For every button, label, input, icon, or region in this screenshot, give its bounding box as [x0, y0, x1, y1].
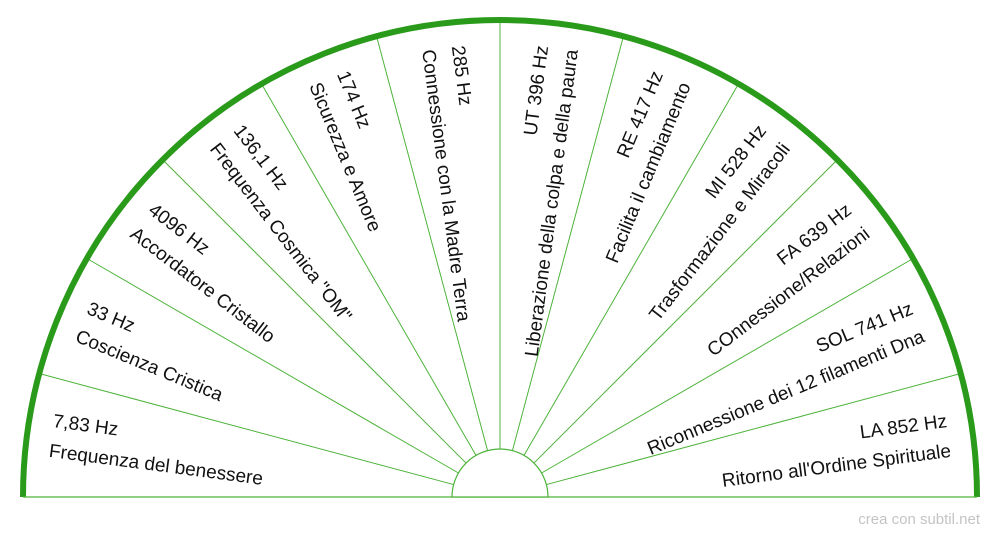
- segment-divider: [523, 83, 739, 456]
- segment-divider: [533, 159, 838, 464]
- segment-divider: [511, 36, 624, 451]
- center-hub: [451, 448, 549, 498]
- segment-frequency: 285 Hz: [447, 44, 476, 106]
- segment-divider: [39, 373, 454, 486]
- segment-description: Coscienza Cristica: [72, 326, 226, 406]
- segment-description: Frequenza del benessere: [48, 441, 264, 490]
- segment-divider: [162, 159, 467, 464]
- segment-divider: [541, 258, 914, 474]
- segment-divider: [86, 258, 459, 474]
- segment-divider: [546, 373, 961, 486]
- segment-divider: [376, 36, 489, 451]
- outer-rim: [20, 17, 980, 498]
- segment-dividers: [39, 20, 961, 486]
- segment-frequency: UT 396 Hz: [521, 44, 554, 136]
- segment-divider: [261, 83, 477, 456]
- segment-description: Ritorno all'Ordine Spirituale: [721, 441, 952, 492]
- segment-frequency: LA 852 Hz: [859, 411, 949, 443]
- segment-frequency: 7,83 Hz: [52, 411, 120, 440]
- credit-text: crea con subtil.net: [858, 511, 980, 528]
